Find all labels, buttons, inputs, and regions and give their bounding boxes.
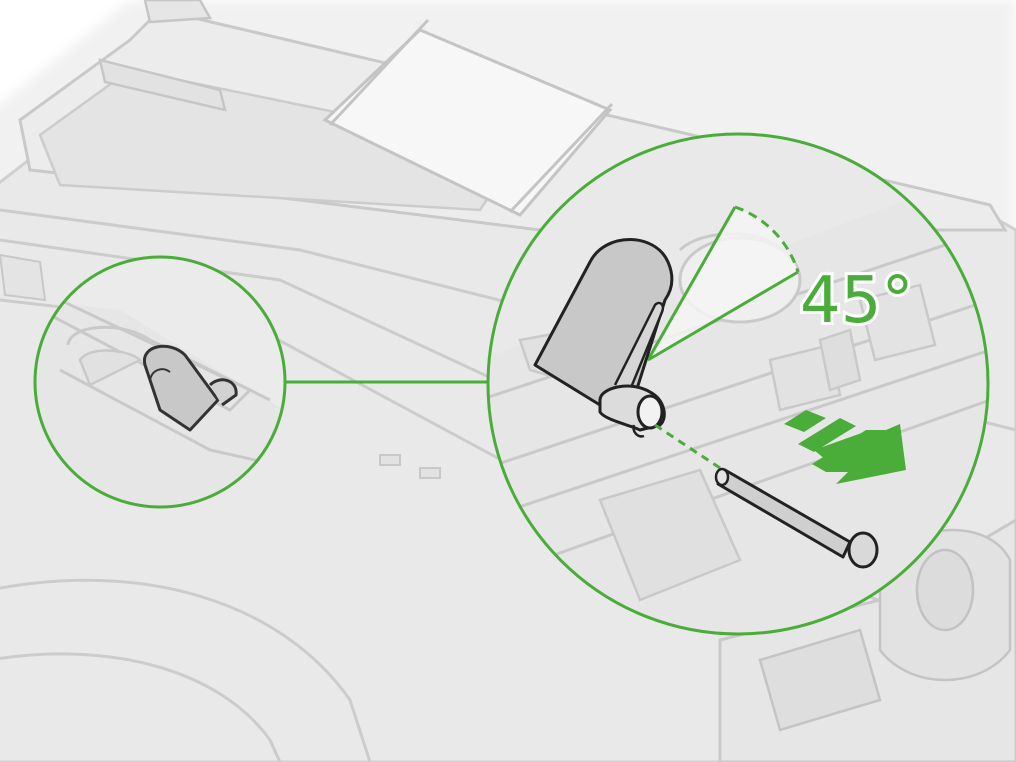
hinge-tab [533, 238, 674, 438]
removal-arrow-icon [784, 410, 906, 484]
angle-label: 45° [800, 264, 913, 338]
angle-indicator-icon [646, 205, 800, 362]
hinge-tab [143, 344, 238, 432]
detail-callout-large: 45° [486, 132, 990, 636]
detail-callout-small [33, 255, 287, 509]
hinge-pin [714, 467, 879, 569]
